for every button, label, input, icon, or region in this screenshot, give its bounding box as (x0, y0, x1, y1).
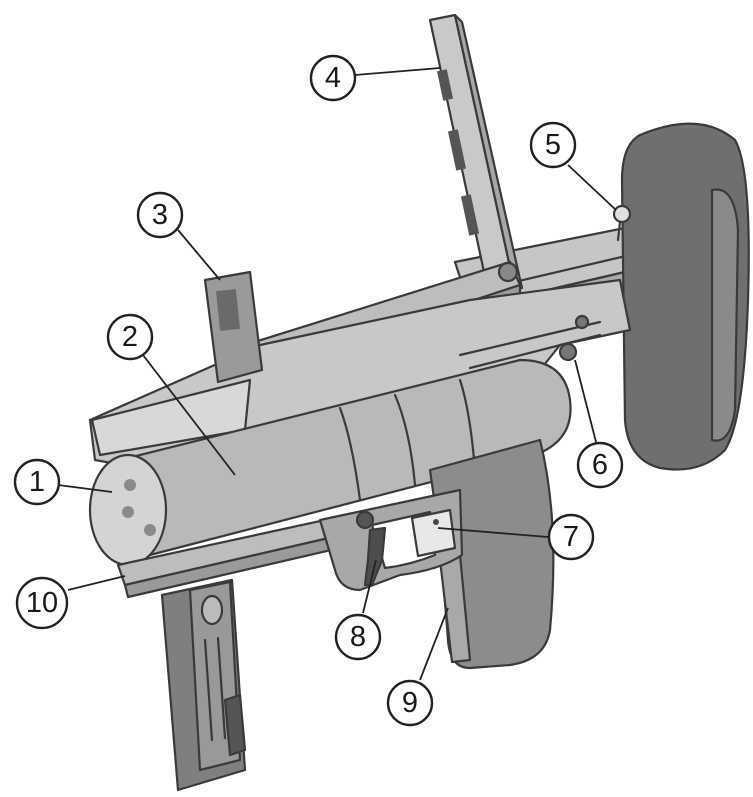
callout-6-label: 6 (592, 449, 608, 481)
callout-1-label: 1 (29, 466, 45, 498)
callout-2-label: 2 (122, 321, 138, 353)
callout-5-label: 5 (545, 129, 561, 161)
callout-4: 4 (309, 54, 357, 102)
barrel (88, 358, 572, 567)
callout-3: 3 (136, 191, 184, 239)
callout-2: 2 (106, 313, 154, 361)
callout-9-label: 9 (402, 687, 418, 719)
callout-4-label: 4 (325, 62, 341, 94)
callout-7-label: 7 (563, 521, 579, 553)
callout-9: 9 (386, 679, 434, 727)
sling-loop (612, 204, 632, 224)
pistol-grip (318, 438, 555, 670)
callout-7: 7 (547, 513, 595, 561)
receiver (88, 278, 632, 472)
callout-8: 8 (334, 613, 382, 661)
callout-5: 5 (529, 121, 577, 169)
callout-10-label: 10 (26, 587, 58, 619)
foregrip (160, 578, 247, 792)
callout-6: 6 (576, 441, 624, 489)
leaf-sight (428, 13, 524, 302)
front-sight (203, 270, 264, 384)
safety-lever (410, 508, 457, 558)
callout-3-label: 3 (152, 199, 168, 231)
callout-8-label: 8 (350, 621, 366, 653)
callout-1: 1 (13, 458, 61, 506)
callout-10: 10 (15, 576, 69, 630)
leader-lines (57, 67, 617, 681)
trigger (363, 526, 387, 587)
